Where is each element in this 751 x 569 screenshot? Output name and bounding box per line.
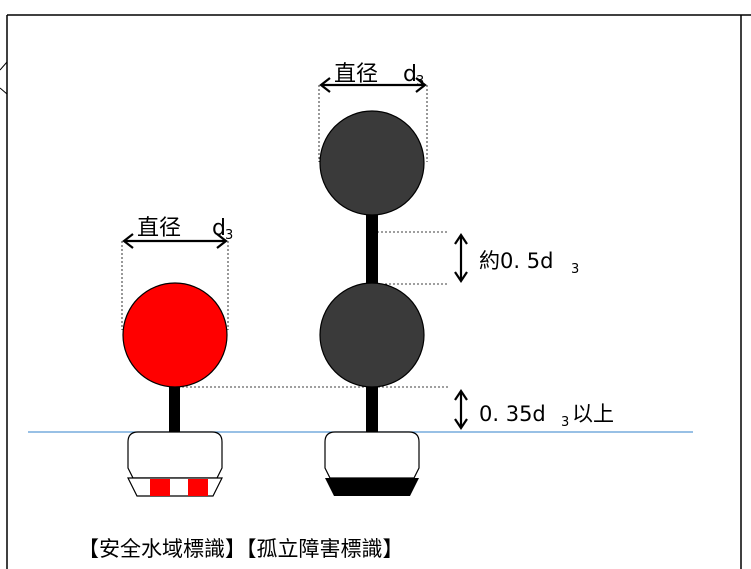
d-symbol-left: d	[212, 216, 226, 241]
danger-ball-bottom	[319, 282, 425, 388]
safe-water-mark	[122, 282, 228, 497]
safe-pole	[169, 370, 180, 432]
safe-ball	[122, 282, 228, 388]
danger-black-band	[325, 478, 419, 496]
danger-float-body	[324, 431, 420, 479]
caption-isolated-danger-mark: 【孤立障害標識】	[246, 537, 404, 561]
subscript-3-height: 3	[561, 415, 569, 430]
diameter-label-left: 直径	[137, 216, 181, 241]
dotted-guides	[121, 85, 448, 388]
caption-safe-water-mark: 【安全水域標識】	[78, 537, 246, 561]
subscript-3-top: 3	[416, 74, 424, 89]
frame-corner-fragment	[0, 61, 8, 95]
height-label: 0. 35d	[479, 402, 546, 426]
caption-row: 【安全水域標識】【孤立障害標識】	[78, 533, 404, 563]
dimension-arrows	[122, 77, 468, 430]
subscript-3-left: 3	[225, 228, 233, 243]
isolated-danger-mark	[319, 110, 425, 496]
safe-float-body	[127, 431, 223, 479]
subscript-3-spacing: 3	[571, 262, 579, 277]
height-suffix: 以上	[572, 402, 614, 426]
d-symbol-top: d	[403, 62, 417, 87]
safe-red-band-1	[150, 479, 170, 496]
diameter-label-top: 直径	[334, 62, 378, 87]
danger-ball-top	[319, 110, 425, 216]
spacing-label: 約0. 5d	[479, 249, 553, 273]
safe-red-band-2	[188, 479, 208, 496]
